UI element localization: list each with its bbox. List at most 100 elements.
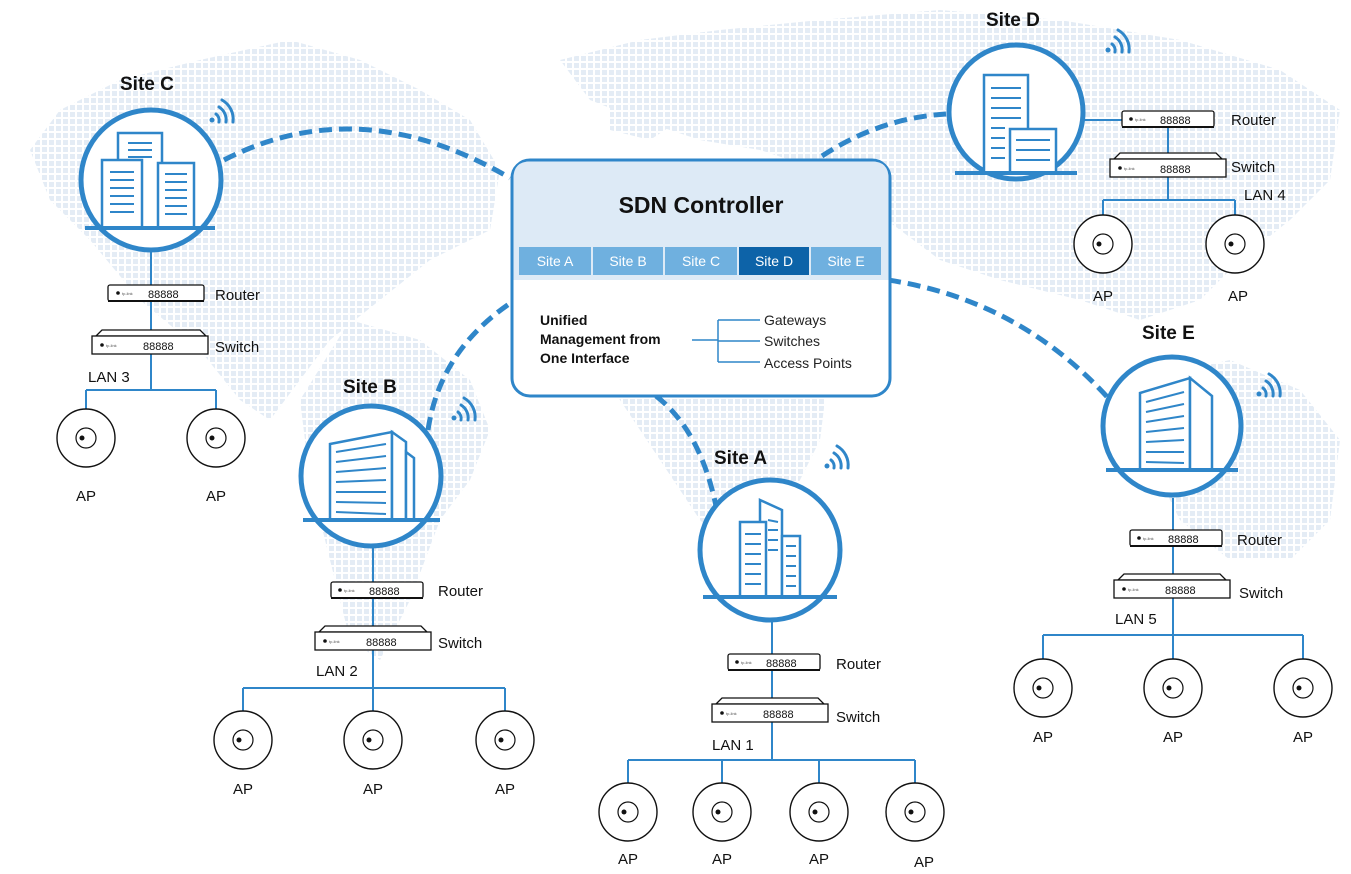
tab-site-a-label: Site A bbox=[537, 253, 574, 269]
access-point-icon bbox=[56, 408, 116, 468]
router-icon: tp-link 88888 bbox=[107, 284, 205, 302]
router-icon: tp-link 88888 bbox=[1129, 529, 1223, 547]
switch-label: Switch bbox=[1231, 159, 1275, 176]
port-glyphs: 88888 bbox=[369, 586, 400, 598]
office-building-icon bbox=[303, 429, 440, 522]
tab-site-b[interactable] bbox=[593, 247, 663, 275]
sdn-controller-panel: SDN Controller Site A Site B Site C Site… bbox=[510, 158, 892, 398]
wifi-signal-icon bbox=[451, 396, 477, 422]
mgmt-bracket bbox=[692, 319, 760, 363]
controller-title: SDN Controller bbox=[619, 192, 784, 218]
tab-site-d-label: Site D bbox=[755, 253, 793, 269]
switch-label: Switch bbox=[438, 635, 482, 652]
managed-gateways: Gateways bbox=[764, 312, 826, 328]
port-glyphs: 88888 bbox=[763, 709, 794, 721]
mgmt-line-3: One Interface bbox=[540, 350, 630, 366]
port-glyphs: 88888 bbox=[143, 341, 174, 353]
ap-label: AP bbox=[1228, 288, 1248, 305]
tab-site-d[interactable] bbox=[739, 247, 809, 275]
switch-label: Switch bbox=[836, 709, 880, 726]
router-label: Router bbox=[438, 583, 483, 600]
access-point-icon bbox=[692, 782, 752, 842]
site-d-title: Site D bbox=[986, 10, 1040, 31]
site-c: Site C tp-link 88888 Route bbox=[56, 74, 260, 505]
ap-label: AP bbox=[206, 488, 226, 505]
access-point-icon bbox=[885, 782, 945, 842]
access-point-icon bbox=[1073, 214, 1133, 274]
wifi-signal-icon bbox=[209, 98, 235, 124]
access-point-icon bbox=[598, 782, 658, 842]
lan-label: LAN 3 bbox=[88, 369, 130, 386]
brand-label: tp-link bbox=[122, 291, 133, 296]
switch-icon: tp-link 88888 bbox=[711, 697, 829, 723]
ap-label: AP bbox=[618, 851, 638, 868]
lan-label: LAN 1 bbox=[712, 737, 754, 754]
site-c-title: Site C bbox=[120, 74, 174, 95]
link-site-a bbox=[654, 394, 719, 507]
link-site-d bbox=[820, 111, 947, 159]
ap-label: AP bbox=[1093, 288, 1113, 305]
site-d: Site D tp-link 88888 Router bbox=[946, 10, 1286, 305]
brand-label: tp-link bbox=[1128, 587, 1139, 592]
ap-label: AP bbox=[914, 854, 934, 869]
access-point-icon bbox=[475, 710, 535, 770]
ap-label: AP bbox=[1033, 729, 1053, 746]
switch-icon: tp-link 88888 bbox=[314, 625, 432, 651]
managed-access-points: Access Points bbox=[764, 355, 852, 371]
site-b-title: Site B bbox=[343, 377, 397, 398]
office-building-icon bbox=[955, 73, 1077, 175]
wifi-signal-icon bbox=[1105, 28, 1131, 54]
wifi-signal-icon bbox=[824, 444, 850, 470]
switch-icon: tp-link 88888 bbox=[1109, 152, 1227, 178]
brand-label: tp-link bbox=[1143, 536, 1154, 541]
site-tabs: Site A Site B Site C Site D Site E bbox=[519, 247, 881, 275]
mgmt-line-1: Unified bbox=[540, 312, 587, 328]
switch-icon: tp-link 88888 bbox=[1113, 573, 1231, 599]
office-building-icon bbox=[85, 131, 215, 230]
site-e-title: Site E bbox=[1142, 323, 1195, 344]
ap-label: AP bbox=[712, 851, 732, 868]
tab-site-c[interactable] bbox=[665, 247, 737, 275]
brand-label: tp-link bbox=[329, 639, 340, 644]
site-a: Site A tp-link 88888 Route bbox=[598, 444, 945, 871]
router-icon: tp-link 88888 bbox=[330, 581, 424, 599]
router-label: Router bbox=[215, 287, 260, 304]
router-label: Router bbox=[1237, 532, 1282, 549]
port-glyphs: 88888 bbox=[1168, 534, 1199, 546]
router-icon: tp-link 88888 bbox=[1121, 110, 1215, 128]
access-point-icon bbox=[1143, 658, 1203, 718]
ap-label: AP bbox=[1163, 729, 1183, 746]
brand-label: tp-link bbox=[1124, 166, 1135, 171]
lan-label: LAN 2 bbox=[316, 663, 358, 680]
port-glyphs: 88888 bbox=[766, 658, 797, 670]
ap-label: AP bbox=[1293, 729, 1313, 746]
lan-label: LAN 5 bbox=[1115, 611, 1157, 628]
port-glyphs: 88888 bbox=[148, 289, 179, 301]
tab-site-e[interactable] bbox=[811, 247, 881, 275]
site-b: Site B tp-link 88888 Router bbox=[213, 377, 535, 798]
wifi-signal-icon bbox=[1256, 372, 1282, 398]
access-point-icon bbox=[213, 710, 273, 770]
office-building-icon bbox=[1106, 375, 1238, 472]
router-label: Router bbox=[1231, 112, 1276, 129]
brand-label: tp-link bbox=[726, 711, 737, 716]
ap-label: AP bbox=[76, 488, 96, 505]
ap-label: AP bbox=[495, 781, 515, 798]
port-glyphs: 88888 bbox=[1160, 115, 1191, 127]
tab-site-a[interactable] bbox=[519, 247, 591, 275]
tab-site-c-label: Site C bbox=[682, 253, 720, 269]
ap-label: AP bbox=[233, 781, 253, 798]
access-point-icon bbox=[789, 782, 849, 842]
controller-links bbox=[222, 111, 1112, 507]
access-point-icon bbox=[1013, 658, 1073, 718]
access-point-icon bbox=[186, 408, 246, 468]
link-site-e bbox=[887, 277, 1112, 402]
brand-label: tp-link bbox=[1135, 117, 1146, 122]
link-site-c bbox=[222, 126, 512, 181]
brand-label: tp-link bbox=[106, 343, 117, 348]
switch-icon: tp-link 88888 bbox=[91, 329, 209, 355]
tab-site-e-label: Site E bbox=[827, 253, 864, 269]
managed-switches: Switches bbox=[764, 333, 820, 349]
